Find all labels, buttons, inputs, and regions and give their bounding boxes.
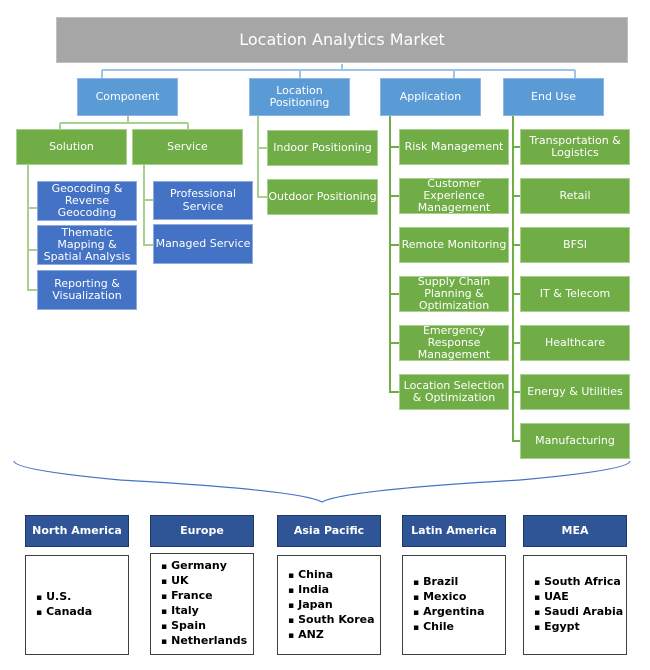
market-title: Location Analytics Market	[56, 17, 628, 63]
application-item: Remote Monitoring	[399, 227, 509, 263]
country: ANZ	[288, 628, 375, 643]
service-item: Managed Service	[153, 224, 253, 264]
application-item: Risk Management	[399, 129, 509, 165]
region-header-mea: MEA	[523, 515, 627, 547]
country: UAE	[534, 590, 623, 605]
category-application: Application	[380, 78, 481, 116]
country: France	[161, 589, 247, 604]
country: UK	[161, 574, 247, 589]
country: Japan	[288, 598, 375, 613]
application-item: Emergency Response Management	[399, 324, 509, 361]
solution-item: Thematic Mapping & Spatial Analysis	[37, 225, 137, 265]
end-use-item: IT & Telecom	[520, 276, 630, 312]
solution-item: Geocoding & Reverse Geocoding	[37, 181, 137, 221]
country: Italy	[161, 604, 247, 619]
end-use-item: Retail	[520, 178, 630, 214]
category-location-positioning: Location Positioning	[249, 78, 350, 116]
end-use-item: Manufacturing	[520, 423, 630, 459]
end-use-item: Transportation & Logistics	[520, 129, 630, 165]
country: Germany	[161, 559, 247, 574]
region-countries-latin-america: BrazilMexicoArgentinaChile	[402, 555, 506, 655]
country: Mexico	[413, 590, 485, 605]
country: India	[288, 583, 375, 598]
country: Egypt	[534, 620, 623, 635]
region-header-asia-pacific: Asia Pacific	[277, 515, 381, 547]
region-header-europe: Europe	[150, 515, 254, 547]
region-countries-europe: GermanyUKFranceItalySpainNetherlands	[150, 553, 254, 655]
country: Argentina	[413, 605, 484, 620]
region-countries-mea: South AfricaUAESaudi ArabiaEgypt	[523, 555, 627, 655]
end-use-item: Energy & Utilities	[520, 374, 630, 410]
country: Chile	[413, 620, 485, 635]
subcategory-service: Service	[132, 129, 243, 165]
positioning-item: Indoor Positioning	[267, 130, 378, 166]
country: South Africa	[534, 575, 623, 590]
country: Canada	[36, 605, 92, 620]
country: South Korea	[288, 613, 374, 628]
region-brace	[13, 460, 631, 503]
country: Netherlands	[161, 634, 247, 649]
region-countries-north-america: U.S.Canada	[25, 555, 129, 655]
region-header-latin-america: Latin America	[402, 515, 506, 547]
country: China	[288, 568, 375, 583]
solution-item: Reporting & Visualization	[37, 270, 137, 310]
category-component: Component	[77, 78, 178, 116]
end-use-item: BFSI	[520, 227, 630, 263]
category-end-use: End Use	[503, 78, 604, 116]
positioning-item: Outdoor Positioning	[267, 179, 378, 215]
region-header-north-america: North America	[25, 515, 129, 547]
application-item: Customer Experience Management	[399, 177, 509, 214]
country: Saudi Arabia	[534, 605, 623, 620]
country: Brazil	[413, 575, 485, 590]
country: U.S.	[36, 590, 92, 605]
service-item: Professional Service	[153, 181, 253, 220]
application-item: Location Selection & Optimization	[399, 374, 509, 410]
application-item: Supply Chain Planning & Optimization	[399, 275, 509, 312]
end-use-item: Healthcare	[520, 325, 630, 361]
region-countries-asia-pacific: ChinaIndiaJapanSouth KoreaANZ	[277, 555, 381, 655]
country: Spain	[161, 619, 247, 634]
subcategory-solution: Solution	[16, 129, 127, 165]
